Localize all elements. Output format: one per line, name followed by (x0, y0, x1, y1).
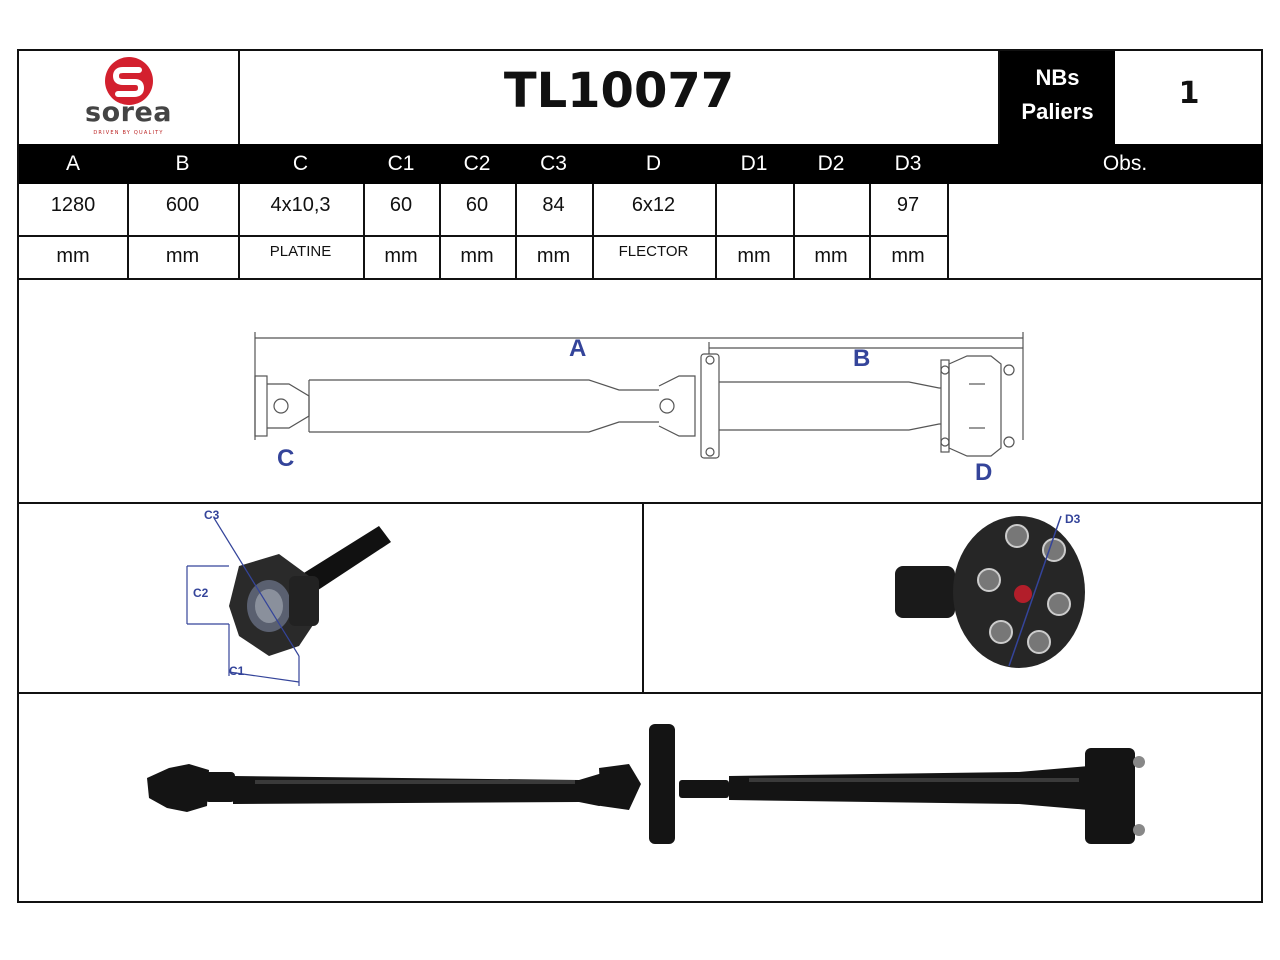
logo-tagline: DRIVEN BY QUALITY (93, 130, 164, 136)
header-a: A (19, 144, 127, 184)
bearings-label-line2: Paliers (1021, 99, 1094, 124)
unit-d2: mm (814, 245, 848, 267)
header-d1: D1 (715, 144, 793, 184)
value-d3: 97 (896, 194, 920, 216)
bearings-label: NBs Paliers (1000, 51, 1115, 144)
unit-c: PLATINE (269, 243, 332, 260)
header-c: C (238, 144, 363, 184)
driveshaft-photo (147, 724, 1145, 844)
diagram-label-d3: D3 (1065, 512, 1081, 526)
flector-detail-photo: D3 (895, 512, 1085, 668)
header-d3: D3 (869, 144, 947, 184)
diagram-label-b: B (853, 345, 870, 372)
value-b: 600 (165, 194, 200, 216)
spec-sheet: sorea DRIVEN BY QUALITY TL10077 NBs Pali… (17, 49, 1263, 903)
header-c1: C1 (363, 144, 439, 184)
value-d: 6x12 (631, 194, 676, 216)
value-c1: 60 (389, 194, 413, 216)
header-b: B (127, 144, 238, 184)
value-c: 4x10,3 (270, 194, 331, 216)
header-c2: C2 (439, 144, 515, 184)
bearings-value: 1 (1178, 76, 1200, 111)
value-c2: 60 (465, 194, 489, 216)
unit-b: mm (165, 245, 200, 267)
diagram-label-c2: C2 (193, 586, 209, 600)
value-a: 1280 (50, 194, 96, 216)
flange-detail-photo: C3 C2 C1 (186, 508, 391, 686)
value-c3: 84 (542, 194, 565, 216)
header-d: D (592, 144, 715, 184)
header-c3: C3 (515, 144, 592, 184)
unit-a: mm (56, 245, 90, 267)
header-obs: Obs. (947, 144, 1263, 184)
diagram-label-c3: C3 (204, 508, 220, 522)
unit-c3: mm (536, 245, 571, 267)
logo-brand: sorea (85, 97, 172, 128)
unit-d3: mm (891, 245, 925, 267)
unit-c2: mm (460, 245, 494, 267)
diagram-label-a: A (569, 335, 586, 362)
header-d2: D2 (793, 144, 869, 184)
diagram-label-d: D (975, 459, 992, 486)
unit-c1: mm (384, 245, 418, 267)
sorea-logo-icon (105, 57, 153, 105)
bearings-label-line1: NBs (1035, 65, 1080, 90)
part-number: TL10077 (503, 63, 735, 119)
shaft-dimension-drawing: A B C D (254, 332, 1024, 486)
unit-d: FLECTOR (618, 243, 689, 260)
diagram-label-c: C (277, 445, 294, 472)
unit-d1: mm (737, 245, 771, 267)
diagram-label-c1: C1 (229, 664, 245, 678)
logo-cell: sorea DRIVEN BY QUALITY (19, 51, 238, 144)
